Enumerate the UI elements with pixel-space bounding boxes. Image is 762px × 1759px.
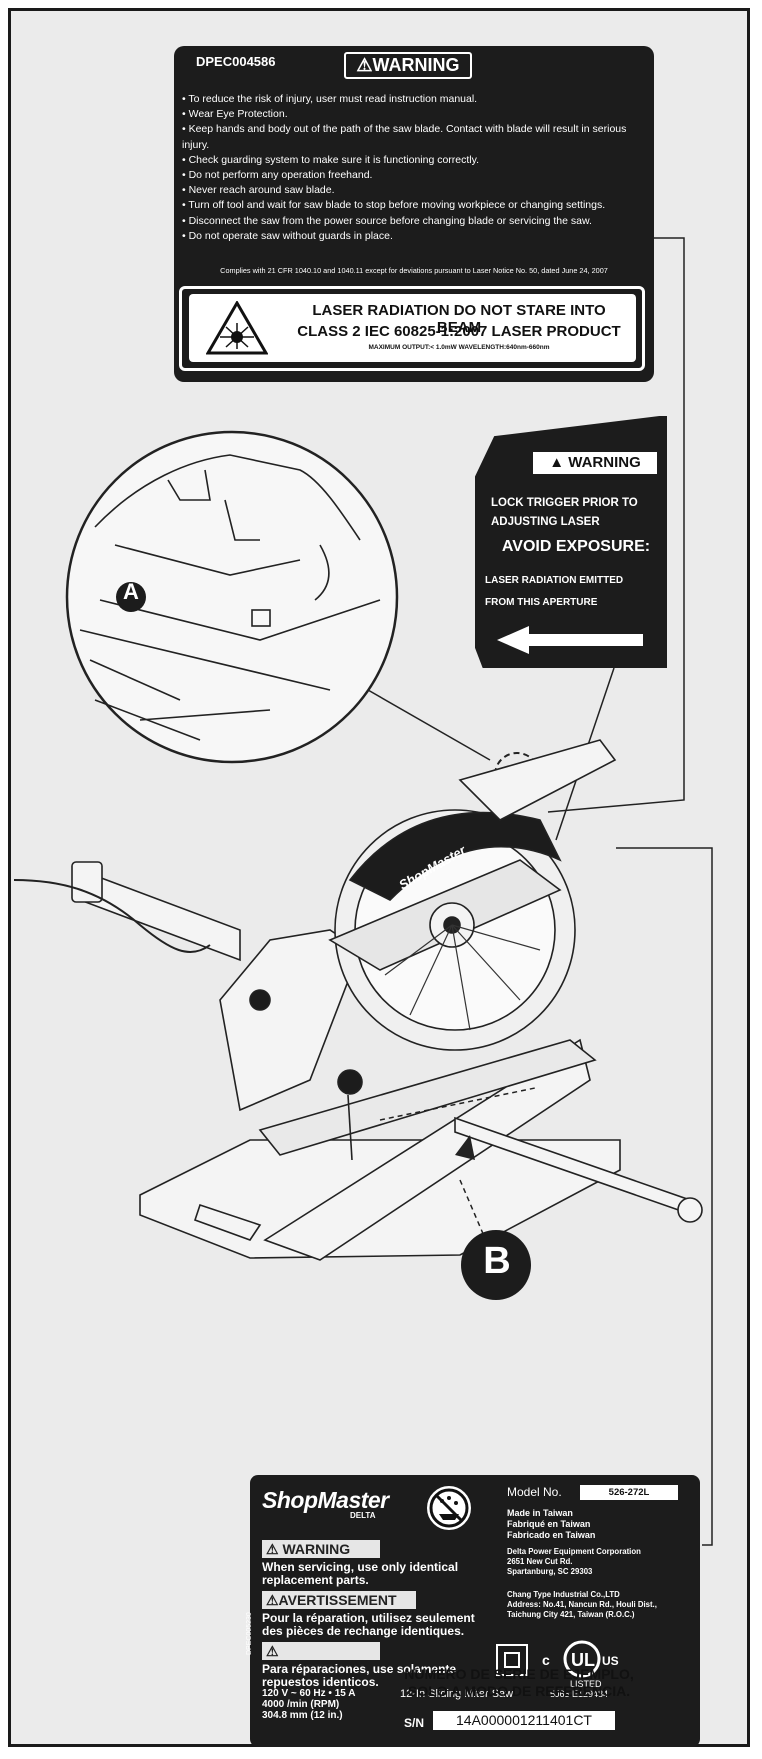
address-line: Chang Type Industrial Co.,LTD	[507, 1590, 620, 1599]
address-line: 2651 New Cut Rd.	[507, 1557, 573, 1566]
electrical-ratings: 120 V ~ 60 Hz • 15 A 4000 /min (RPM) 304…	[262, 1688, 355, 1721]
warning-item: To reduce the risk of injury, user must …	[182, 92, 642, 107]
caption-line: SOLO A MODO DE REFERENCIA.	[407, 1683, 631, 1699]
laser-line-1: LASER RADIATION DO NOT STARE INTO BEAM	[312, 302, 606, 336]
side-line-3: AVOID EXPOSURE:	[501, 538, 651, 555]
warning-item: Turn off tool and wait for saw blade to …	[182, 198, 642, 213]
address-line: Taichung City 421, Taiwan (R.O.C.)	[507, 1610, 635, 1619]
laser-warning-inner: LASER RADIATION DO NOT STARE INTO BEAM C…	[189, 294, 636, 362]
ul-listed: LISTED	[570, 1679, 602, 1689]
side-line-2: ADJUSTING LASER	[491, 516, 600, 528]
warning-en-text: When servicing, use only identical repla…	[262, 1561, 492, 1587]
rating-line: 4000 /min (RPM)	[262, 1699, 340, 1710]
warning-line: When servicing, use only identical	[262, 1560, 459, 1574]
warning-item: Wear Eye Protection.	[182, 107, 642, 122]
cul-us-listed-icon: c UL US	[542, 1640, 619, 1678]
warning-fr-title: ⚠AVERTISSEMENT	[262, 1591, 416, 1609]
warning-item: Disconnect the saw from the power source…	[182, 214, 642, 229]
ul-code: 5J65 E129484	[550, 1689, 609, 1699]
svg-text:UL: UL	[571, 1650, 595, 1670]
caption-line: NÚMERO DE SERIE DE EJEMPLO,	[404, 1666, 634, 1682]
warning-fr-text: Pour la réparation, utilisez seulement d…	[262, 1612, 492, 1638]
side-line-5: FROM THIS APERTURE	[485, 597, 598, 608]
product-name: 12-In Sliding Miter Saw	[400, 1688, 514, 1700]
made-line: Fabricado en Taiwan	[507, 1530, 596, 1540]
warning-line: Pour la réparation, utilisez seulement	[262, 1611, 475, 1625]
warning-line: Para réparaciones, use solamente	[262, 1662, 457, 1676]
serial-caption: NÚMERO DE SERIE DE EJEMPLO, SOLO A MODO …	[330, 1666, 708, 1700]
address-line: Spartanburg, SC 29303	[507, 1567, 593, 1576]
warning-title: ⚠WARNING	[344, 52, 472, 79]
warning-item: Never reach around saw blade.	[182, 183, 642, 198]
compliance-note: Complies with 21 CFR 1040.10 and 1040.11…	[220, 266, 608, 275]
serial-label: S/N	[404, 1716, 425, 1730]
model-label: Model No.	[507, 1485, 562, 1499]
double-insulated-icon	[496, 1644, 528, 1676]
laser-aperture-tag: ▲ WARNING LOCK TRIGGER PRIOR TO ADJUSTIN…	[475, 416, 667, 668]
made-line: Fabriqué en Taiwan	[507, 1519, 591, 1529]
top-warning-label: DPEC004586 ⚠WARNING To reduce the risk o…	[174, 46, 654, 382]
side-warning-title: ▲ WARNING	[533, 452, 657, 474]
warning-item: Do not operate saw without guards in pla…	[182, 229, 642, 244]
laser-line-3: MAXIMUM OUTPUT:< 1.0mW WAVELENGTH:640nm-…	[368, 344, 550, 351]
address-line: Delta Power Equipment Corporation	[507, 1547, 641, 1556]
side-warning-label: WARNING	[568, 454, 641, 471]
warning-list: To reduce the risk of injury, user must …	[182, 92, 642, 244]
laser-line-2: CLASS 2 IEC 60825-1:2007 LASER PRODUCT	[297, 323, 621, 340]
warning-en-title: ⚠ WARNING	[262, 1540, 380, 1558]
callout-b: B	[483, 1240, 511, 1282]
side-line-1: LOCK TRIGGER PRIOR TO	[491, 497, 638, 509]
warning-item: Check guarding system to make sure it is…	[182, 153, 642, 168]
address-line: Address: No.41, Nancun Rd., Houli Dist.,	[507, 1600, 657, 1609]
laser-hazard-icon	[206, 301, 268, 355]
warning-line: des pièces de rechange identiques.	[262, 1624, 465, 1638]
side-text-lock: LOCK TRIGGER PRIOR TO ADJUSTING LASER	[491, 494, 667, 532]
svg-text:c: c	[542, 1652, 550, 1668]
chang-address: Chang Type Industrial Co.,LTD Address: N…	[507, 1590, 657, 1620]
callout-a: A	[123, 579, 139, 604]
warning-item: Do not perform any operation freehand.	[182, 168, 642, 183]
svg-text:US: US	[602, 1654, 619, 1668]
nameplate: ShopMaster DELTA Model No. 526-272L Made…	[246, 1475, 700, 1747]
plate-vertical-code: DPEC005230	[246, 1612, 253, 1655]
delta-address: Delta Power Equipment Corporation 2651 N…	[507, 1547, 641, 1577]
warning-es-title: ⚠ ADVERTENCIA	[262, 1642, 380, 1677]
rating-line: 304.8 mm (12 in.)	[262, 1710, 343, 1721]
label-code: DPEC004586	[196, 54, 276, 69]
warning-line: repuestos identicos.	[262, 1675, 379, 1689]
serial-value: 14A000001211401CT	[433, 1711, 615, 1730]
model-value: 526-272L	[580, 1485, 678, 1500]
plate-brand-sub: DELTA	[350, 1511, 376, 1520]
made-in: Made in Taiwan Fabriqué en Taiwan Fabric…	[507, 1508, 595, 1541]
rating-line: 120 V ~ 60 Hz • 15 A	[262, 1688, 356, 1699]
warning-item: Keep hands and body out of the path of t…	[182, 122, 642, 152]
made-line: Made in Taiwan	[507, 1508, 573, 1518]
no-rain-icon	[427, 1486, 471, 1530]
laser-warning-box: LASER RADIATION DO NOT STARE INTO BEAM C…	[179, 286, 645, 371]
plate-brand: ShopMaster	[262, 1487, 389, 1513]
warning-es-text: Para réparaciones, use solamente repuest…	[262, 1663, 492, 1689]
warning-line: replacement parts.	[262, 1573, 369, 1587]
side-line-4: LASER RADIATION EMITTED	[485, 575, 624, 586]
arrow-left-icon	[497, 626, 643, 654]
warning-triangle-icon: ▲	[549, 454, 565, 471]
side-text-radiation: LASER RADIATION EMITTED FROM THIS APERTU…	[485, 570, 665, 614]
